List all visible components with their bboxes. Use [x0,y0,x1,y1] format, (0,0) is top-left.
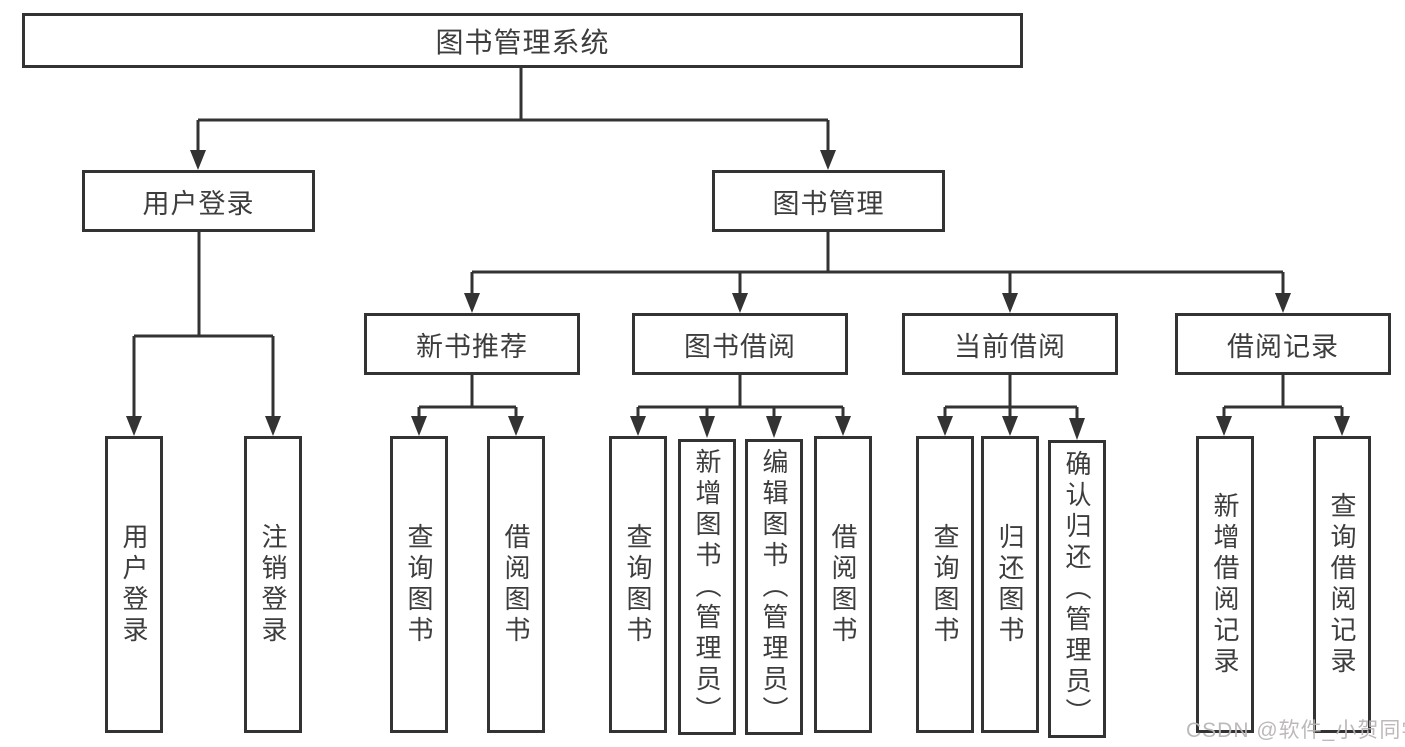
connector-root-to-level2 [190,68,836,170]
leaf-query-books-recommend: 查询图书 [390,436,448,733]
connector-user-login-branch [126,232,281,436]
connector-borrow-records-branch [1216,375,1350,436]
leaf-query-books-current: 查询图书 [916,436,974,733]
node-book-borrowing: 图书借阅 [632,313,848,375]
leaf-edit-books-admin: 编辑图书（管理员） [745,439,803,735]
node-new-book-recommendation: 新书推荐 [364,313,580,375]
connector-book-mgmt-branch [464,232,1291,313]
leaf-confirm-return-admin: 确认归还（管理员） [1048,440,1106,738]
node-user-login: 用户登录 [82,170,315,232]
leaf-borrow-books-recommend: 借阅图书 [487,436,545,733]
leaf-query-books-borrow: 查询图书 [609,436,667,733]
csdn-watermark: CSDN @软件_小贺同学 [1186,719,1405,742]
leaf-add-borrow-record: 新增借阅记录 [1196,436,1254,733]
connector-current-borrow-branch [937,375,1085,440]
connector-book-borrow-branch [630,375,851,438]
root-node-library-system: 图书管理系统 [22,13,1023,68]
leaf-user-login: 用户登录 [105,436,163,733]
node-book-management: 图书管理 [712,170,945,232]
leaf-borrow-books: 借阅图书 [814,436,872,733]
leaf-query-borrow-record: 查询借阅记录 [1313,436,1371,733]
leaf-add-books-admin: 新增图书（管理员） [678,439,736,735]
node-borrowing-records: 借阅记录 [1175,313,1391,375]
leaf-return-books: 归还图书 [981,436,1039,733]
node-current-borrowing: 当前借阅 [902,313,1118,375]
connector-new-book-branch [411,375,524,436]
leaf-logout: 注销登录 [244,436,302,733]
